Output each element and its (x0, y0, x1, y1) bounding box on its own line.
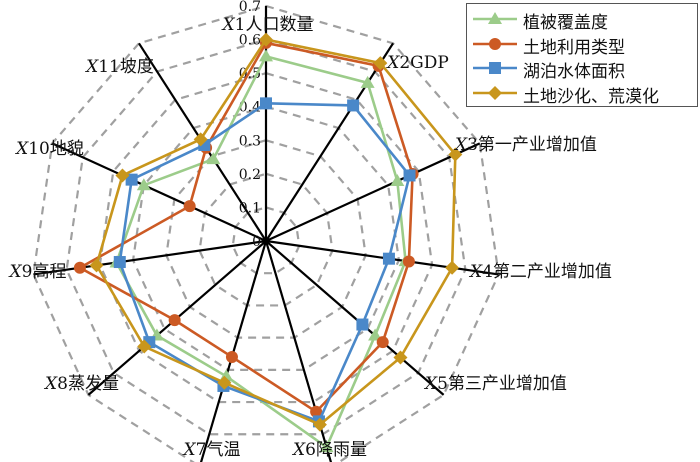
axis-label-x7: X7气温 (182, 440, 241, 460)
tick-label: 0 (252, 234, 261, 250)
data-point (259, 32, 273, 47)
tick-label: 0.2 (239, 167, 261, 183)
data-point (206, 152, 221, 165)
data-point (347, 99, 360, 112)
legend-swatch (473, 62, 517, 74)
axis-spoke-5 (265, 240, 445, 396)
data-point (403, 169, 416, 182)
data-point (217, 375, 232, 390)
axis-labels: X1人口数量 X2GDP X3第一产业增加值 X4第二产业增加值 X5第三产业增加值 X6… (8, 15, 612, 460)
axis-spoke-10 (51, 142, 267, 243)
axis-spoke-9 (33, 239, 267, 276)
chart-legend: 植被覆盖度土地利用类型湖泊水体面积土地沙化、荒漠化 (466, 3, 698, 107)
data-point (312, 417, 327, 432)
data-point (113, 256, 126, 269)
data-point (448, 147, 463, 162)
axis-label-x4: X4第二产业增加值 (468, 262, 612, 282)
legend-swatch (473, 12, 517, 24)
data-point (356, 318, 369, 331)
legend-label: 湖泊水体面积 (523, 62, 625, 82)
axis-label-x1: X1人口数量 (221, 15, 314, 35)
data-point (390, 174, 405, 187)
axis-label-x10: X10地貌 (14, 139, 84, 159)
series-line (115, 54, 407, 450)
data-point (373, 56, 388, 71)
data-point (376, 336, 389, 349)
grid-ring-4 (131, 105, 401, 371)
data-point (360, 75, 375, 88)
axis-spoke-2 (265, 42, 394, 242)
axis-label-x8: X8蒸发量 (43, 374, 119, 394)
data-point (310, 405, 323, 418)
data-point (259, 49, 273, 62)
legend-label: 土地利用类型 (523, 37, 625, 58)
data-point (225, 350, 238, 363)
data-point (445, 260, 460, 275)
legend-swatch (473, 37, 517, 50)
legend-item-3: 湖泊水体面积 (467, 56, 697, 82)
data-point (183, 200, 196, 213)
axis-label-x3: X3第一产业增加值 (453, 135, 597, 155)
tick-label: 0.7 (239, 0, 261, 15)
data-point (89, 258, 104, 273)
data-point (168, 314, 181, 327)
axis-spoke-3 (265, 142, 481, 243)
grid-ring-6 (65, 38, 467, 436)
data-point (137, 339, 152, 354)
tick-label: 0.6 (239, 33, 261, 49)
radial-tick-labels: 00.10.20.30.40.50.60.7 (239, 0, 261, 250)
data-point (136, 178, 151, 191)
grid-ring-1 (231, 206, 301, 275)
data-point (368, 328, 383, 341)
data-point (193, 132, 208, 147)
data-point (260, 97, 272, 110)
data-point (115, 168, 130, 183)
series-4 (89, 32, 463, 432)
series-line (95, 38, 457, 427)
legend-item-2: 土地利用类型 (467, 32, 697, 58)
tick-label: 0.1 (239, 200, 261, 216)
tick-label: 0.3 (239, 133, 261, 149)
data-point (73, 261, 86, 274)
legend-item-1: 植被覆盖度 (467, 7, 697, 33)
radar-series (73, 32, 463, 453)
data-point (382, 252, 395, 265)
data-point (402, 255, 415, 268)
axis-label-x9: X9高程 (8, 262, 67, 282)
legend-item-4: 土地沙化、荒漠化 (467, 81, 697, 107)
axis-spoke-4 (265, 239, 499, 276)
series-line (118, 102, 411, 424)
data-point (319, 440, 334, 453)
data-point (393, 350, 408, 365)
axis-label-x11: X11坡度 (84, 57, 154, 77)
series-line (77, 41, 414, 414)
axis-label-x2: X2GDP (385, 53, 449, 73)
legend-swatch (473, 85, 517, 100)
data-point (125, 173, 138, 186)
series-1 (109, 49, 413, 453)
legend-label: 土地沙化、荒漠化 (523, 86, 659, 107)
axis-label-x6: X6降雨量 (291, 440, 367, 460)
axis-label-x5: X5第三产业增加值 (423, 374, 567, 394)
grid-ring-3 (165, 139, 367, 339)
legend-label: 植被覆盖度 (523, 13, 608, 33)
grid-ring-7 (32, 4, 500, 462)
